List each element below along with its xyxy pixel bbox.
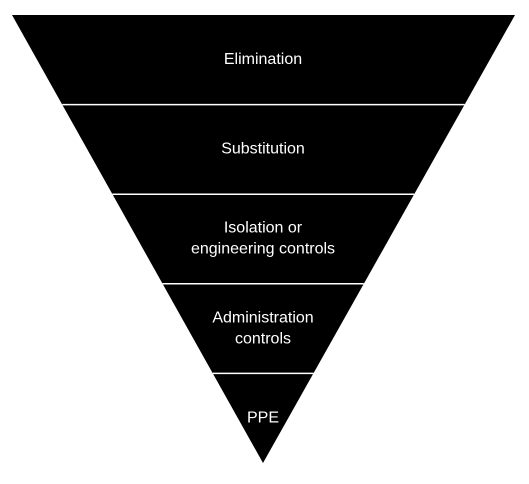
level-label-4-line-1: Administration: [212, 309, 313, 326]
level-label-3-line-1: Isolation or: [224, 220, 303, 237]
level-dividers: [62, 103, 465, 375]
level-label-4-line-2: controls: [235, 330, 291, 347]
level-label-3-line-2: engineering controls: [191, 241, 335, 258]
level-label-1-line-1: Elimination: [224, 51, 302, 68]
inverted-triangle: [12, 15, 515, 463]
level-label-2-line-1: Substitution: [221, 141, 305, 158]
level-label-5-line-1: PPE: [247, 409, 279, 426]
